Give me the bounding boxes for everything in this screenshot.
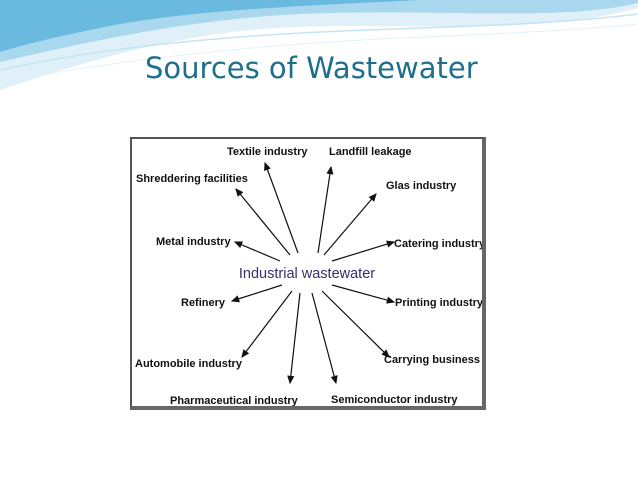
label-shreddering: Shreddering facilities [136,173,248,185]
header-wave-decoration [0,0,638,90]
label-printing: Printing industry [395,297,482,309]
arrow-metal [233,241,281,262]
label-carrying: Carrying business [384,354,480,366]
arrow-shredder [235,188,291,256]
label-textile: Textile industry [227,146,308,158]
arrow-textile [264,161,299,254]
label-metal: Metal industry [156,236,231,248]
label-refinery: Refinery [181,297,226,309]
arrow-semiconductor [311,292,338,385]
label-glas: Glas industry [386,180,457,192]
label-semiconductor: Semiconductor industry [331,394,458,406]
label-automobile: Automobile industry [135,358,243,370]
arrow-refinery [230,284,283,303]
arrow-automobile [241,290,293,358]
arrow-printing [331,284,396,304]
arrow-carrying [321,290,390,358]
label-catering: Catering industry [394,238,482,250]
center-label: Industrial wastewater [239,266,375,282]
label-landfill: Landfill leakage [329,146,412,158]
diagram-canvas: Industrial wastewater Textile industry L… [135,146,482,406]
arrow-glas [323,193,377,256]
arrow-catering [331,240,396,262]
wastewater-diagram: Industrial wastewater Textile industry L… [130,137,486,410]
arrow-landfill [317,165,334,254]
arrow-pharma [287,292,301,385]
label-pharmaceutical: Pharmaceutical industry [170,395,299,406]
slide-title: Sources of Wastewater [145,51,478,85]
